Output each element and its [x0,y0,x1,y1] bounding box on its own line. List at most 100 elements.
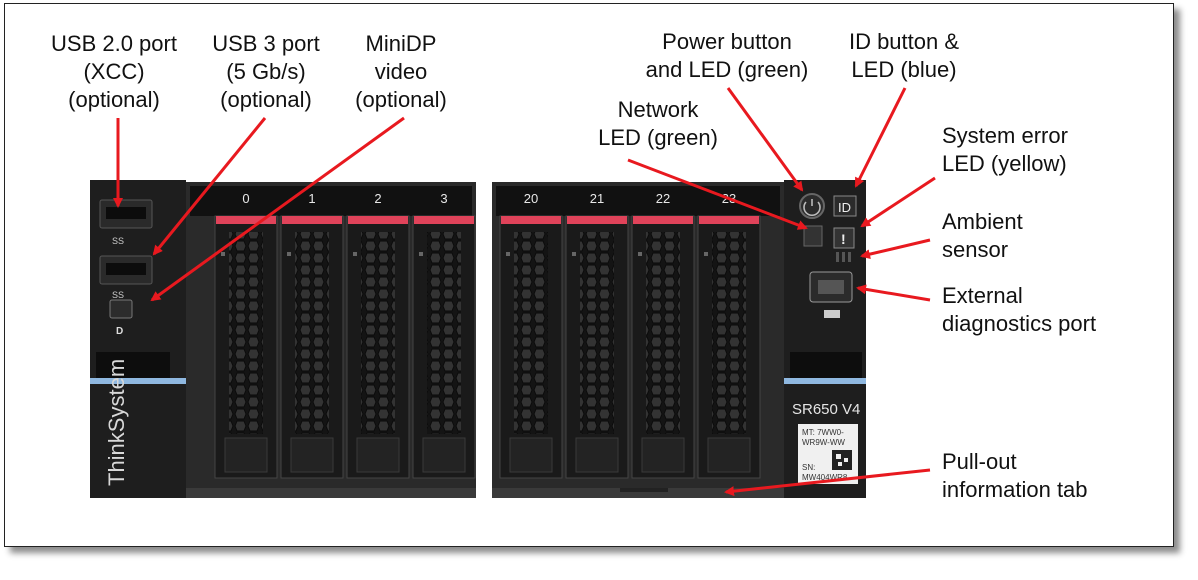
arrow-pullout [724,468,931,497]
drive-led [506,252,510,256]
drive-bay[interactable]: 3 [412,191,476,479]
callout-network-line2: LED (green) [598,125,718,150]
callout-ambient-line1: Ambient [942,209,1023,234]
drive-bezel [229,232,263,434]
callout-diag: External diagnostics port [942,282,1142,338]
drive-latch [567,216,627,224]
drive-led [572,252,576,256]
callout-usb2-line1: USB 2.0 port [51,31,177,56]
drive-bay[interactable]: 22 [631,191,695,479]
id-button-text: ID [838,200,851,215]
callout-id-line2: LED (blue) [851,57,957,82]
callout-usb2-line3: (optional) [68,87,160,112]
callout-minidp-line1: MiniDP [365,31,437,56]
drive-bezel [580,232,614,434]
drive-handle [422,437,466,473]
callout-minidp: MiniDP video (optional) [336,30,466,114]
usb2-logo: SS [112,236,124,246]
right-ear: ID ! SR650 V4 MT: 7WW0- WR9W-WW SN: MW40… [784,180,866,498]
error-led-text: ! [841,231,846,247]
callout-pullout-line1: Pull-out [942,449,1017,474]
arrow-network [627,158,808,230]
callout-id: ID button & LED (blue) [826,28,982,84]
arrow-ambient [860,238,931,260]
callout-power-line1: Power button [662,29,792,54]
callout-ambient: Ambient sensor [942,208,1082,264]
drive-led [419,252,423,256]
model-label: SR650 V4 [792,401,860,418]
drive-bay[interactable]: 1 [280,191,344,479]
drive-bezel [361,232,395,434]
callout-arrows [113,87,936,497]
drive-handle [707,437,751,473]
break-gap [476,182,492,498]
drive-led [353,252,357,256]
arrow-diag [856,284,931,302]
drive-latch [501,216,561,224]
callout-id-line1: ID button & [848,29,960,54]
drive-latch [282,216,342,224]
drive-bay[interactable]: 20 [499,191,563,479]
drive-bezel [427,232,461,434]
drive-latch [348,216,408,224]
callout-diag-line2: diagnostics port [942,311,1097,336]
drive-handle [641,437,685,473]
drive-led [704,252,708,256]
drive-bay[interactable]: 2 [346,191,410,479]
callout-minidp-line2: video [374,59,428,84]
ambient-sensor [836,252,839,262]
bay-number: 20 [524,191,538,206]
bay-number: 0 [242,191,249,206]
drive-bay[interactable]: 23 [697,191,761,479]
callout-power-line2: and LED (green) [645,57,809,82]
system-error-led [833,227,855,249]
drive-bezel [295,232,329,434]
dp-logo: D [116,326,123,337]
power-icon [803,199,821,217]
pullout-tab [620,488,668,492]
diagnostics-icon [824,310,840,318]
bay-number: 22 [656,191,670,206]
drive-bay[interactable]: 21 [565,191,629,479]
label-mt-2: WR9W-WW [802,438,845,447]
callout-pullout-line2: information tab [942,477,1088,502]
callout-usb3: USB 3 port (5 Gb/s) (optional) [192,30,340,114]
drive-latch [699,216,759,224]
callout-usb3-line1: USB 3 port [212,31,320,56]
arrow-id [854,87,907,188]
callout-usb2-line2: (XCC) [83,59,145,84]
drive-led [638,252,642,256]
callout-syserr-line1: System error [942,123,1068,148]
brand-label: ThinkSystem [104,359,129,486]
drive-handle [356,437,400,473]
callout-network-line1: Network [617,97,699,122]
drive-handle [575,437,619,473]
label-sn-1: SN: [802,463,815,472]
drive-latch [216,216,276,224]
callout-usb2: USB 2.0 port (XCC) (optional) [34,30,194,114]
callout-usb3-line3: (optional) [220,87,312,112]
drive-handle [290,437,334,473]
drive-bezel [514,232,548,434]
callout-diag-line1: External [942,283,1023,308]
drive-latch [414,216,474,224]
callout-pullout: Pull-out information tab [942,448,1132,504]
callout-syserr: System error LED (yellow) [942,122,1132,178]
bay-number: 3 [440,191,447,206]
left-ear: SS SS D ThinkSystem [90,180,186,498]
arrow-minidp [150,116,405,302]
usb3-logo: SS [112,290,124,300]
qr-code [832,450,852,470]
drive-handle [224,437,268,473]
arrow-usb3 [152,117,267,256]
network-led [803,225,823,247]
label-mt-1: MT: 7WW0- [802,428,844,437]
bay-number: 1 [308,191,315,206]
callout-syserr-line2: LED (yellow) [942,151,1067,176]
bay-number: 21 [590,191,604,206]
drive-led [287,252,291,256]
bay-number: 2 [374,191,381,206]
drive-bay[interactable]: 0 [214,191,278,479]
drive-latch [633,216,693,224]
